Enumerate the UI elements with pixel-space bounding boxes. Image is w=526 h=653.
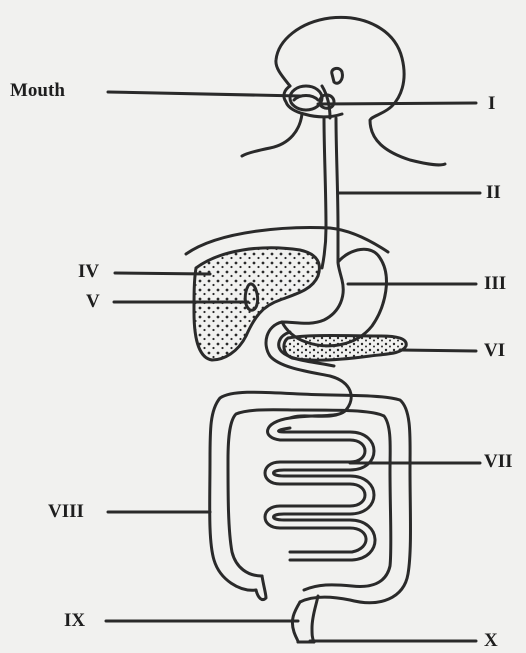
- label-X: X: [484, 631, 498, 650]
- label-VII: VII: [484, 452, 513, 471]
- label-III: III: [484, 274, 506, 293]
- pointer-I: [318, 103, 476, 104]
- label-VIII: VIII: [48, 502, 84, 521]
- salivary-gland-upper: [332, 68, 343, 83]
- neck-front: [242, 114, 302, 156]
- pancreas: [284, 336, 406, 361]
- label-VI: VI: [484, 341, 505, 360]
- colon-outer: [210, 392, 411, 603]
- pointer-mouth: [108, 92, 300, 96]
- label-II: II: [486, 183, 501, 202]
- pointer-IV: [115, 273, 210, 274]
- label-V: V: [86, 292, 100, 311]
- rectum-right: [312, 596, 318, 642]
- oesophagus-right-wall: [336, 118, 338, 262]
- oesophagus-left-wall: [322, 118, 326, 268]
- label-IX: IX: [64, 611, 85, 630]
- head-outline: [276, 17, 445, 165]
- label-IV: IV: [78, 262, 99, 281]
- pointer-VI: [400, 350, 476, 351]
- small-intestine-inner: [274, 428, 376, 560]
- label-I: I: [488, 94, 495, 113]
- pharynx: [322, 86, 330, 118]
- label-mouth: Mouth: [10, 81, 65, 100]
- appendix: [256, 576, 266, 600]
